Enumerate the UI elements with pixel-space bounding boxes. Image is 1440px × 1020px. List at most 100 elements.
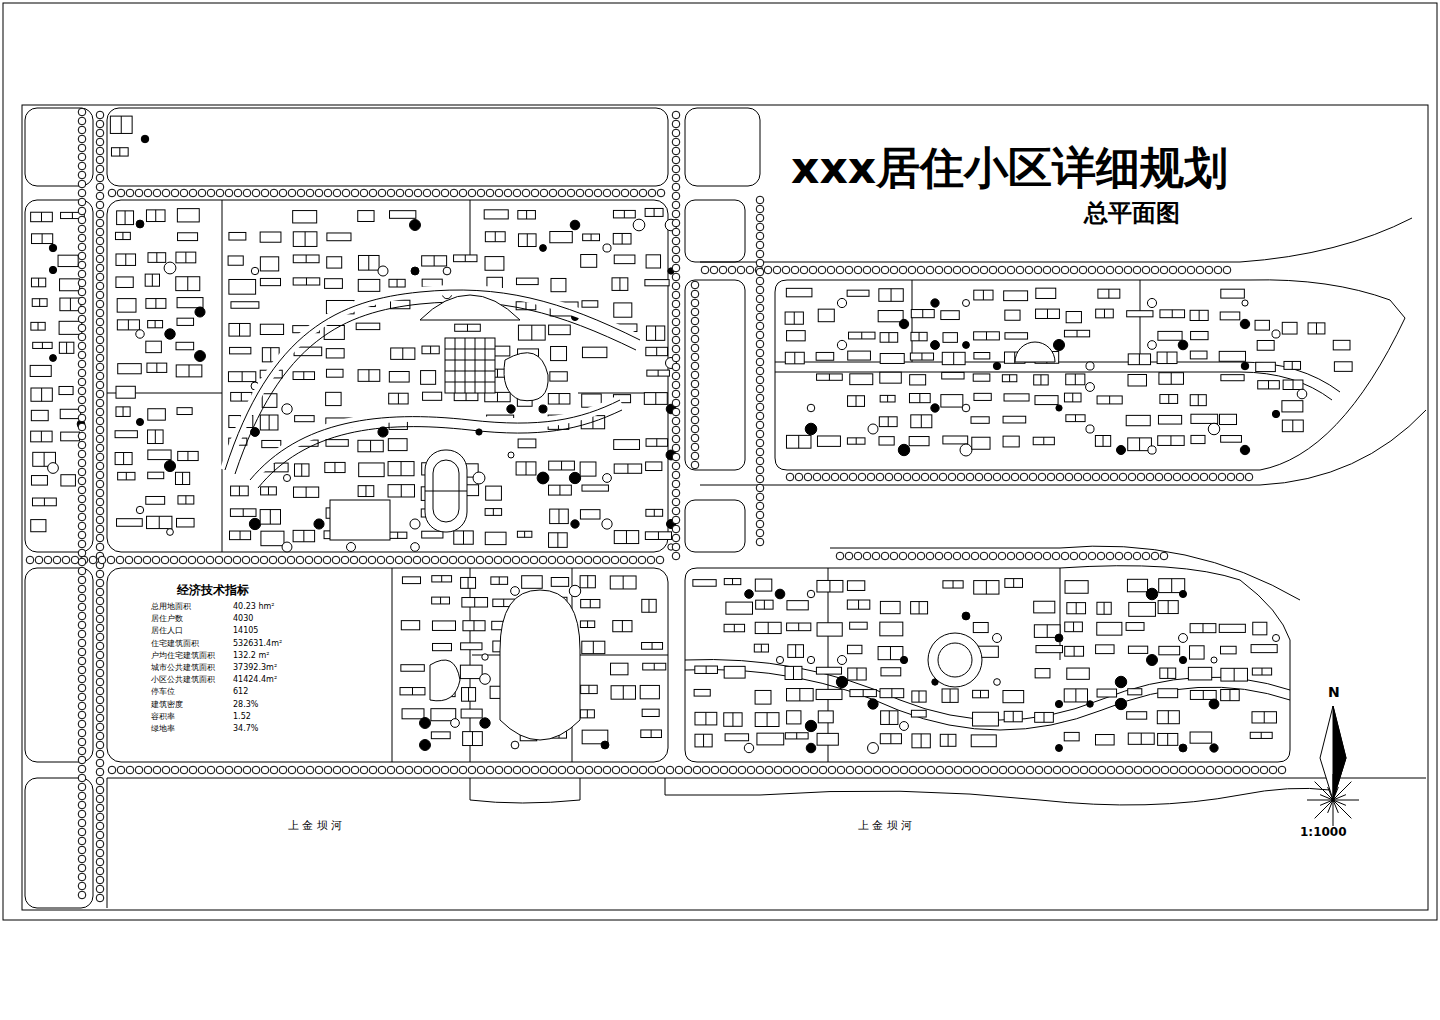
tree-symbol — [962, 552, 970, 560]
tree-symbol — [441, 766, 449, 774]
building-footprint — [1005, 333, 1028, 339]
building-footprint — [726, 602, 753, 614]
tree-symbol — [638, 556, 646, 564]
building-footprint — [880, 395, 895, 402]
tree-symbol — [795, 473, 803, 481]
building-footprint — [942, 689, 958, 702]
tree-symbol — [1147, 655, 1158, 666]
building-detail — [397, 279, 398, 287]
building-detail — [241, 392, 242, 401]
tree-symbol — [868, 424, 878, 434]
tree-symbol — [672, 543, 680, 551]
building-detail — [122, 232, 123, 239]
table-value: 40.23 hm² — [232, 602, 276, 611]
tree-symbol — [531, 189, 539, 197]
building-footprint — [646, 255, 660, 268]
tree-symbol — [78, 657, 86, 665]
city-block — [25, 108, 93, 186]
building-footprint — [178, 233, 198, 241]
tree-symbol — [963, 342, 970, 349]
building-footprint — [646, 347, 668, 355]
building-footprint — [1034, 601, 1055, 613]
north-arrow-body — [1320, 706, 1346, 800]
tree-symbol — [854, 552, 862, 560]
building-detail — [187, 277, 188, 291]
compass-ray — [1320, 800, 1333, 805]
tree-symbol — [691, 299, 699, 307]
building-footprint — [757, 733, 784, 745]
inner-frame — [22, 105, 1428, 910]
tree-symbol — [1052, 266, 1060, 274]
building-footprint — [911, 710, 926, 717]
building-footprint — [1064, 330, 1089, 337]
road-edge — [830, 546, 1300, 600]
tree-symbol — [1146, 473, 1154, 481]
tree-symbol — [894, 473, 902, 481]
tree-symbol — [931, 299, 939, 307]
tree-symbol — [78, 414, 86, 422]
tree-symbol — [53, 556, 61, 564]
building-detail — [44, 452, 45, 466]
building-detail — [654, 509, 655, 516]
tree-symbol — [756, 766, 764, 774]
tree-symbol — [630, 189, 638, 197]
tree-symbol — [672, 327, 680, 335]
river-bank — [665, 778, 1330, 805]
building-footprint — [1159, 579, 1185, 593]
building-detail — [863, 690, 864, 697]
building-footprint — [60, 279, 80, 291]
tree-symbol — [926, 552, 934, 560]
building-footprint — [116, 254, 136, 265]
tree-symbol — [78, 351, 86, 359]
building-footprint — [581, 599, 600, 607]
building-footprint — [847, 581, 864, 591]
building-footprint — [1190, 690, 1216, 699]
tree-symbol — [96, 120, 104, 128]
tree-symbol — [78, 549, 86, 557]
building-detail — [890, 647, 891, 660]
building-detail — [401, 485, 402, 497]
building-footprint — [230, 347, 251, 353]
building-detail — [794, 312, 795, 324]
building-detail — [467, 324, 468, 331]
tree-symbol — [78, 342, 86, 350]
building-footprint — [1095, 436, 1110, 447]
building-footprint — [1003, 691, 1024, 703]
tree-symbol — [1088, 552, 1096, 560]
table-value: 28.3% — [232, 700, 259, 709]
building-footprint — [1284, 361, 1301, 369]
building-detail — [887, 395, 888, 402]
building-footprint — [785, 352, 804, 364]
residential-block — [775, 280, 1405, 470]
building-footprint — [1219, 624, 1245, 632]
building-footprint — [325, 279, 343, 289]
tree-symbol — [108, 766, 116, 774]
building-footprint — [694, 689, 710, 696]
plan-layer — [3, 3, 1437, 920]
building-detail — [306, 255, 307, 263]
building-footprint — [847, 600, 869, 609]
building-detail — [1264, 712, 1265, 723]
building-detail — [794, 352, 795, 364]
building-footprint — [388, 462, 414, 476]
tree-symbol — [1205, 266, 1213, 274]
tree-symbol — [96, 138, 104, 146]
tree-symbol — [1043, 552, 1051, 560]
residential-block — [107, 200, 668, 552]
tree-symbol — [378, 766, 386, 774]
tree-symbol — [96, 300, 104, 308]
building-footprint — [293, 278, 320, 285]
tree-symbol — [621, 766, 629, 774]
tree-symbol — [1092, 473, 1100, 481]
tree-symbol — [1160, 266, 1168, 274]
tree-symbol — [1210, 744, 1218, 752]
building-footprint — [485, 392, 510, 401]
tree-symbol — [78, 837, 86, 845]
tree-symbol — [432, 766, 440, 774]
building-footprint — [614, 464, 641, 473]
tree-symbol — [164, 262, 176, 274]
building-footprint — [818, 711, 833, 723]
building-footprint — [1158, 415, 1181, 424]
building-footprint — [260, 278, 280, 285]
tree-symbol — [1233, 766, 1241, 774]
